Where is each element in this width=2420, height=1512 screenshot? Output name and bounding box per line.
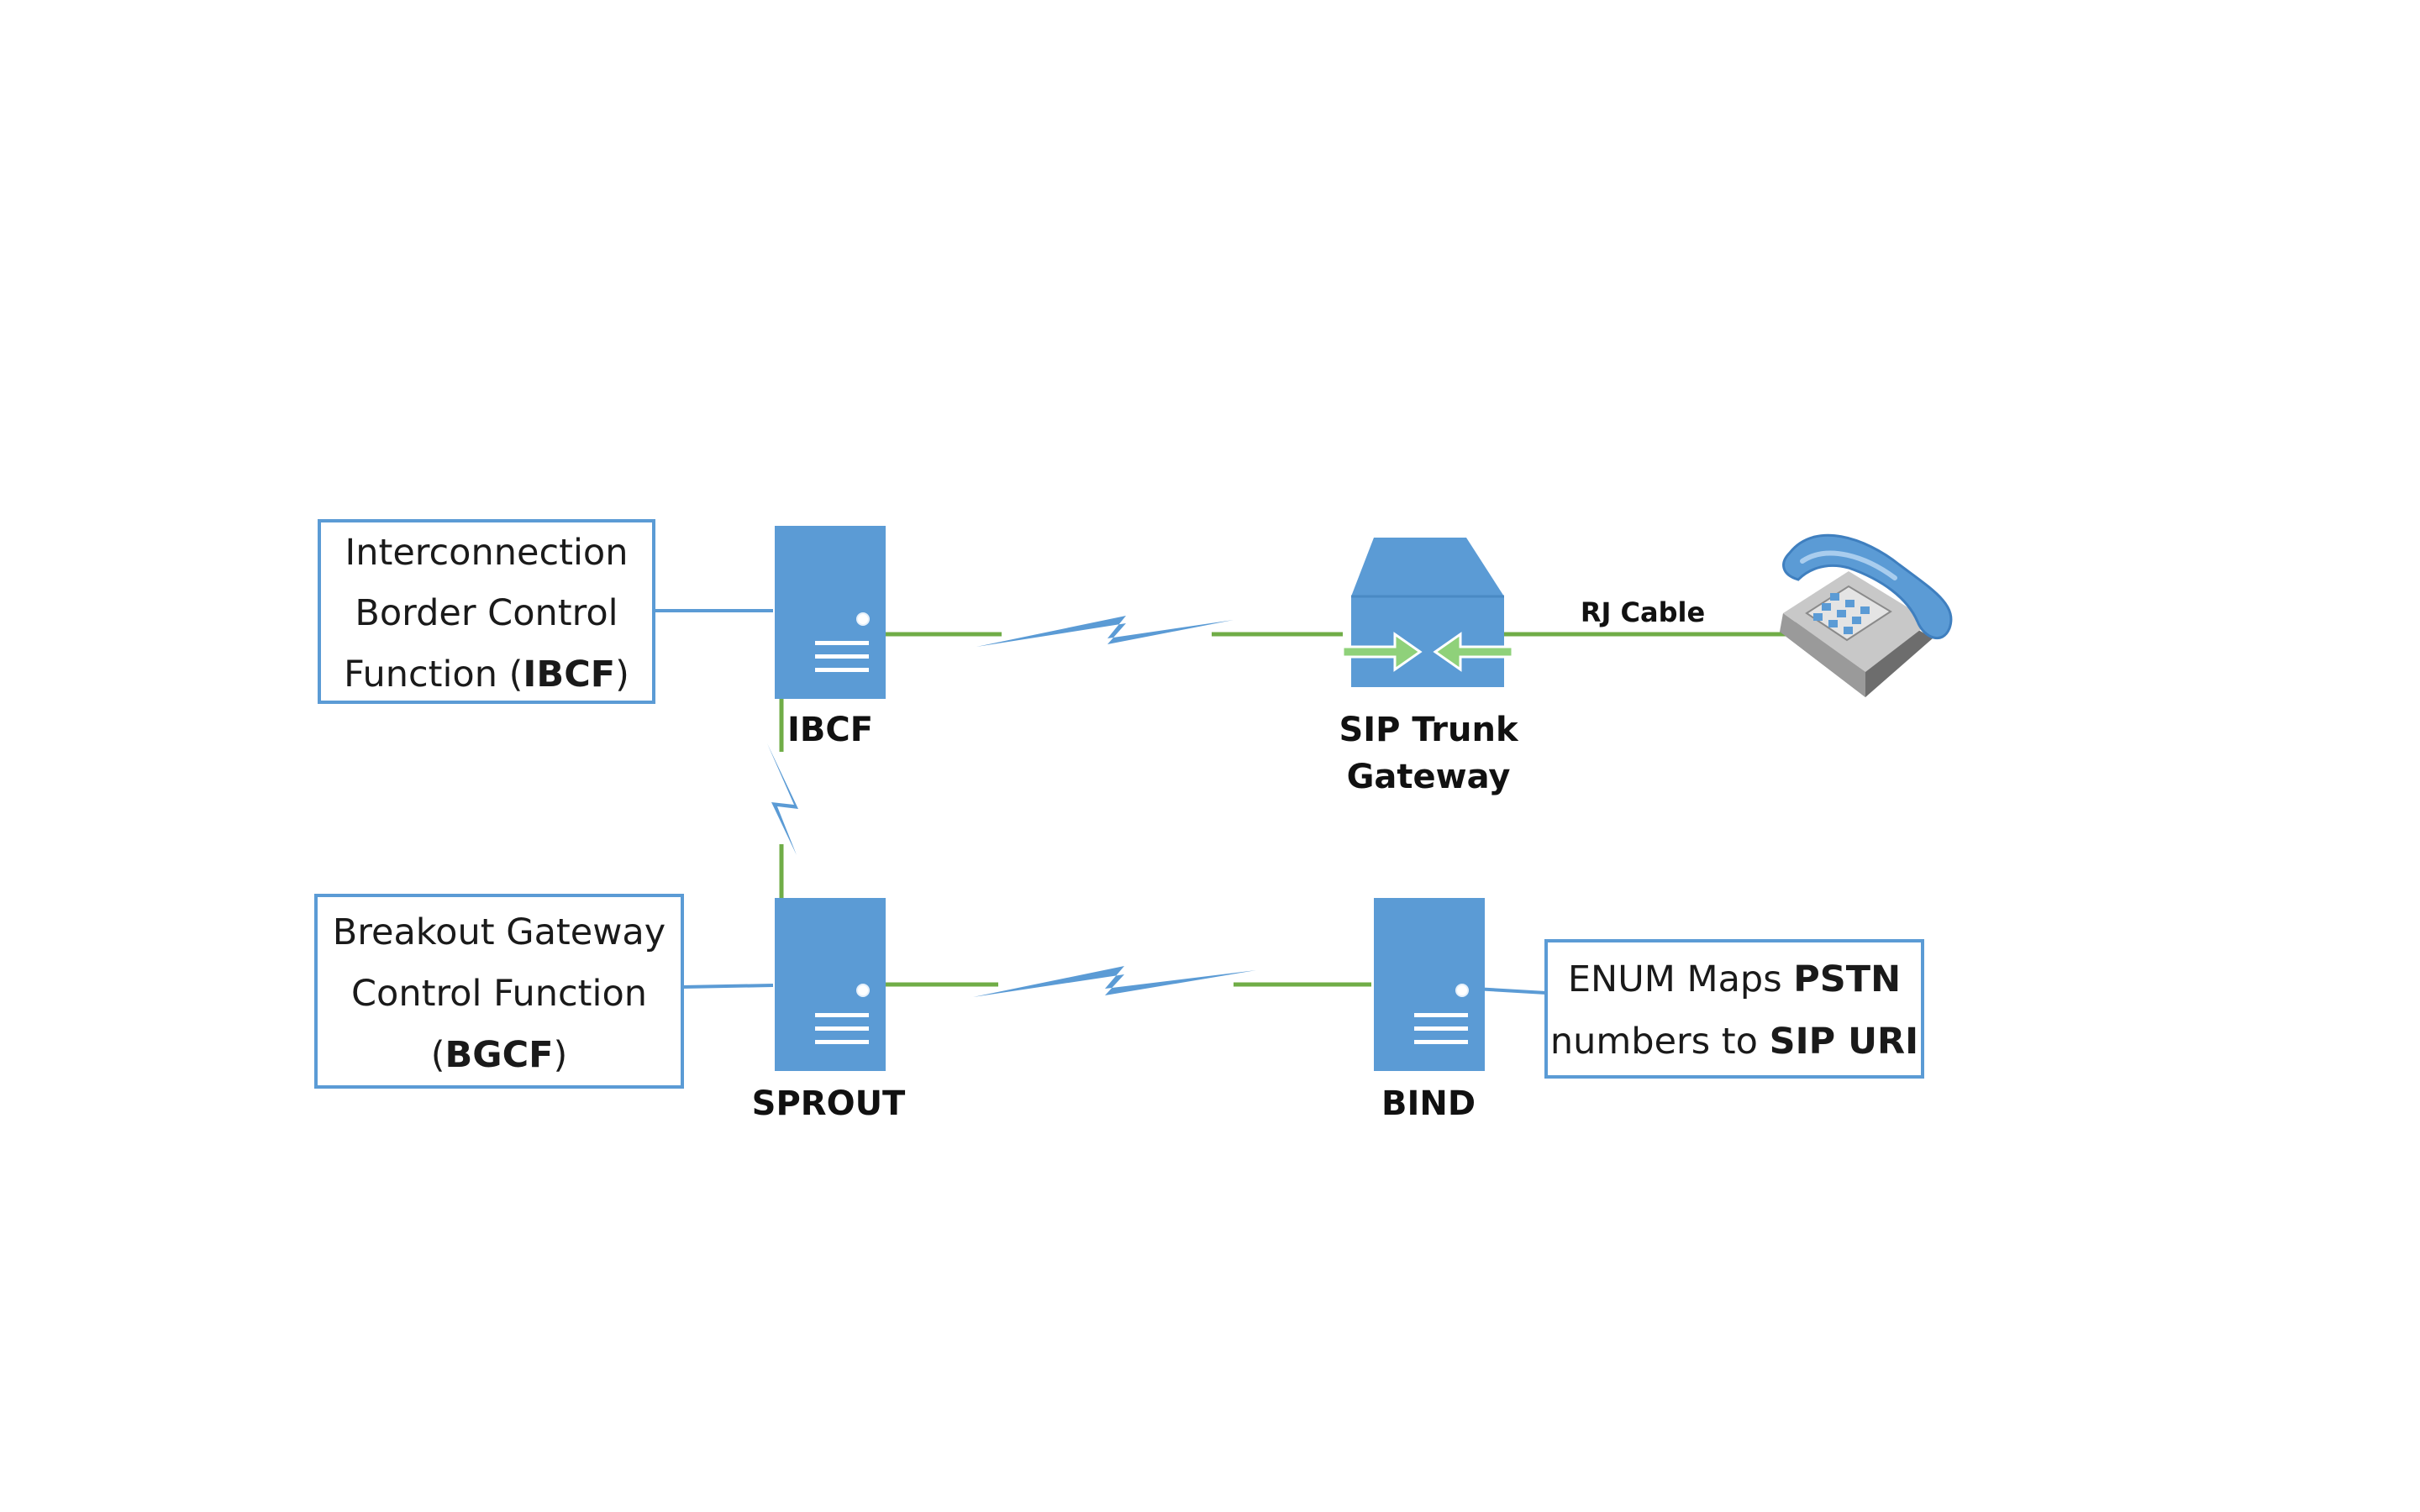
callout-text-part: Function ( [344,654,523,696]
callout-text-part: ) [615,654,629,696]
callout-text-part: ( [431,1034,445,1076]
arrow-right-icon [1341,632,1423,672]
arrow-left-icon [1433,632,1514,672]
callout-bold-term: PSTN [1793,958,1901,1000]
callout-bold-term: BGCF [445,1034,554,1076]
server-label: BIND [1381,1084,1476,1123]
bgcf-callout: Breakout Gateway Control Function (BGCF) [314,894,684,1089]
callout-bold-term: IBCF [523,654,615,696]
sip-trunk-gateway[interactable]: SIP Trunk Gateway [1339,538,1519,796]
callout-line: (BGCF) [431,1034,568,1076]
server-icon [775,526,886,699]
callout-line: Function (IBCF) [344,654,629,696]
enum-callout-connector [1474,987,1547,995]
server-label: IBCF [787,711,873,749]
callout-text-part: ) [554,1034,568,1076]
sprout-bind-link [860,966,1371,997]
callout-line: numbers to SIP URI [1550,1021,1918,1063]
ibcf-callout: Interconnection Border Control Function … [318,519,655,704]
ibcf-server[interactable]: IBCF [775,526,886,749]
rj-cable-label: RJ Cable [1581,596,1705,628]
server-icon [775,898,886,1071]
telephone-icon [1780,533,1953,697]
callout-line: Interconnection [345,532,629,574]
gateway-icon [1341,538,1514,687]
telephone[interactable] [1780,533,1953,697]
enum-callout: ENUM Maps PSTN numbers to SIP URI [1544,939,1924,1079]
sprout-server[interactable]: SPROUT [752,898,906,1123]
callout-line: ENUM Maps PSTN [1568,958,1901,1000]
wireless-bolt-icon [973,966,1256,997]
gateway-label-line2: Gateway [1347,758,1511,796]
gateway-label-line1: SIP Trunk [1339,711,1519,749]
ibcf-gateway-link [884,616,1343,647]
server-label: SPROUT [752,1084,906,1123]
callout-text-part: numbers to [1550,1021,1770,1063]
callout-bold-term: SIP URI [1770,1021,1918,1063]
callout-line: Control Function [351,973,647,1015]
callout-text-part: ENUM Maps [1568,958,1793,1000]
callout-line: Breakout Gateway [333,911,666,953]
server-icon [1374,898,1485,1071]
callout-line: Border Control [355,592,618,634]
wireless-bolt-icon [976,616,1234,647]
bgcf-callout-connector [681,984,774,989]
ibcf-sprout-link [767,699,798,899]
bind-server[interactable]: BIND [1374,898,1485,1123]
wireless-bolt-icon [767,743,798,855]
